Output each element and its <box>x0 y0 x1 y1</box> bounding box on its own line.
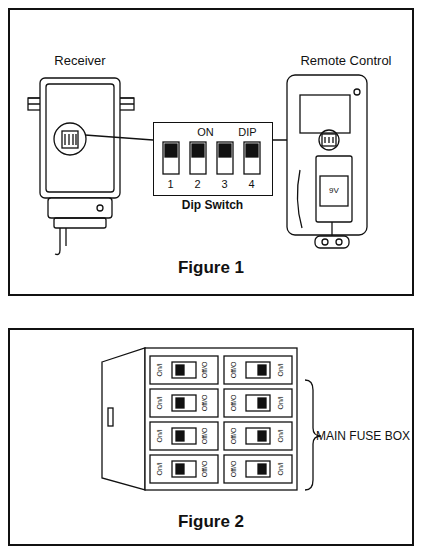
switch-number: 2 <box>194 178 200 190</box>
breaker-cell <box>150 356 218 384</box>
breaker-label: Off/O <box>201 461 209 478</box>
switch-number: 1 <box>167 178 173 190</box>
dip-switch-box: ONDIP1234Dip Switch <box>153 122 273 196</box>
part-name: Remote Control <box>300 54 391 68</box>
dip-levers <box>163 142 260 174</box>
breaker-cell <box>150 389 218 417</box>
breaker-label: On/I <box>277 462 285 475</box>
dip-switch-title: Dip Switch <box>182 199 243 212</box>
breaker-label: On/I <box>156 396 164 409</box>
breaker-toggle <box>176 365 184 375</box>
breaker-cell <box>224 356 292 384</box>
dip-on-label: ON <box>197 126 214 138</box>
breaker-switch <box>246 395 270 411</box>
breaker-switch <box>246 461 270 477</box>
leader-line <box>85 135 153 140</box>
breaker-label: Off/O <box>230 461 238 478</box>
breaker-label: On/I <box>156 429 164 442</box>
part-name: Receiver <box>54 54 105 68</box>
breaker-toggle <box>258 365 266 375</box>
breaker-switch <box>246 362 270 378</box>
breaker-label: On/I <box>156 462 164 475</box>
breaker-label: On/I <box>156 363 164 376</box>
switch-number: 3 <box>221 178 227 190</box>
breaker-switch <box>172 428 196 444</box>
breaker-toggle <box>176 398 184 408</box>
switch-number: 4 <box>248 178 254 190</box>
breaker-cell <box>150 422 218 450</box>
breaker-label: On/I <box>277 396 285 409</box>
breaker-cell <box>224 389 292 417</box>
figure-caption: Figure 1 <box>178 259 244 278</box>
dip-label: DIP <box>238 126 256 138</box>
breaker-label: On/I <box>277 363 285 376</box>
breaker-label: Off/O <box>201 362 209 379</box>
figure-panel: ON DIP 1 2 3 4Dip SwitchFigure 1 <box>8 8 414 296</box>
remote-drawing <box>287 75 367 248</box>
breaker-switch <box>246 428 270 444</box>
fuse-box-drawing <box>102 348 321 490</box>
breaker-cell <box>224 455 292 483</box>
breaker-label: Off/O <box>230 395 238 412</box>
breaker-toggle <box>176 464 184 474</box>
breaker-label: Off/O <box>230 428 238 445</box>
breaker-switch <box>172 362 196 378</box>
breaker-label: Off/O <box>230 362 238 379</box>
breaker-switch <box>172 461 196 477</box>
breaker-toggle <box>258 431 266 441</box>
breaker-label: On/I <box>277 429 285 442</box>
breaker-cell <box>224 422 292 450</box>
breaker-toggle <box>258 398 266 408</box>
breaker-toggle <box>176 431 184 441</box>
breaker-label: Off/O <box>201 428 209 445</box>
battery-label: 9V <box>329 187 339 196</box>
figure-caption: Figure 2 <box>178 513 244 532</box>
breaker-cell <box>150 455 218 483</box>
receiver-drawing <box>28 78 134 255</box>
fuse-box-label: MAIN FUSE BOX <box>316 430 410 443</box>
breaker-switch <box>172 395 196 411</box>
breaker-label: Off/O <box>201 395 209 412</box>
breaker-toggle <box>258 464 266 474</box>
